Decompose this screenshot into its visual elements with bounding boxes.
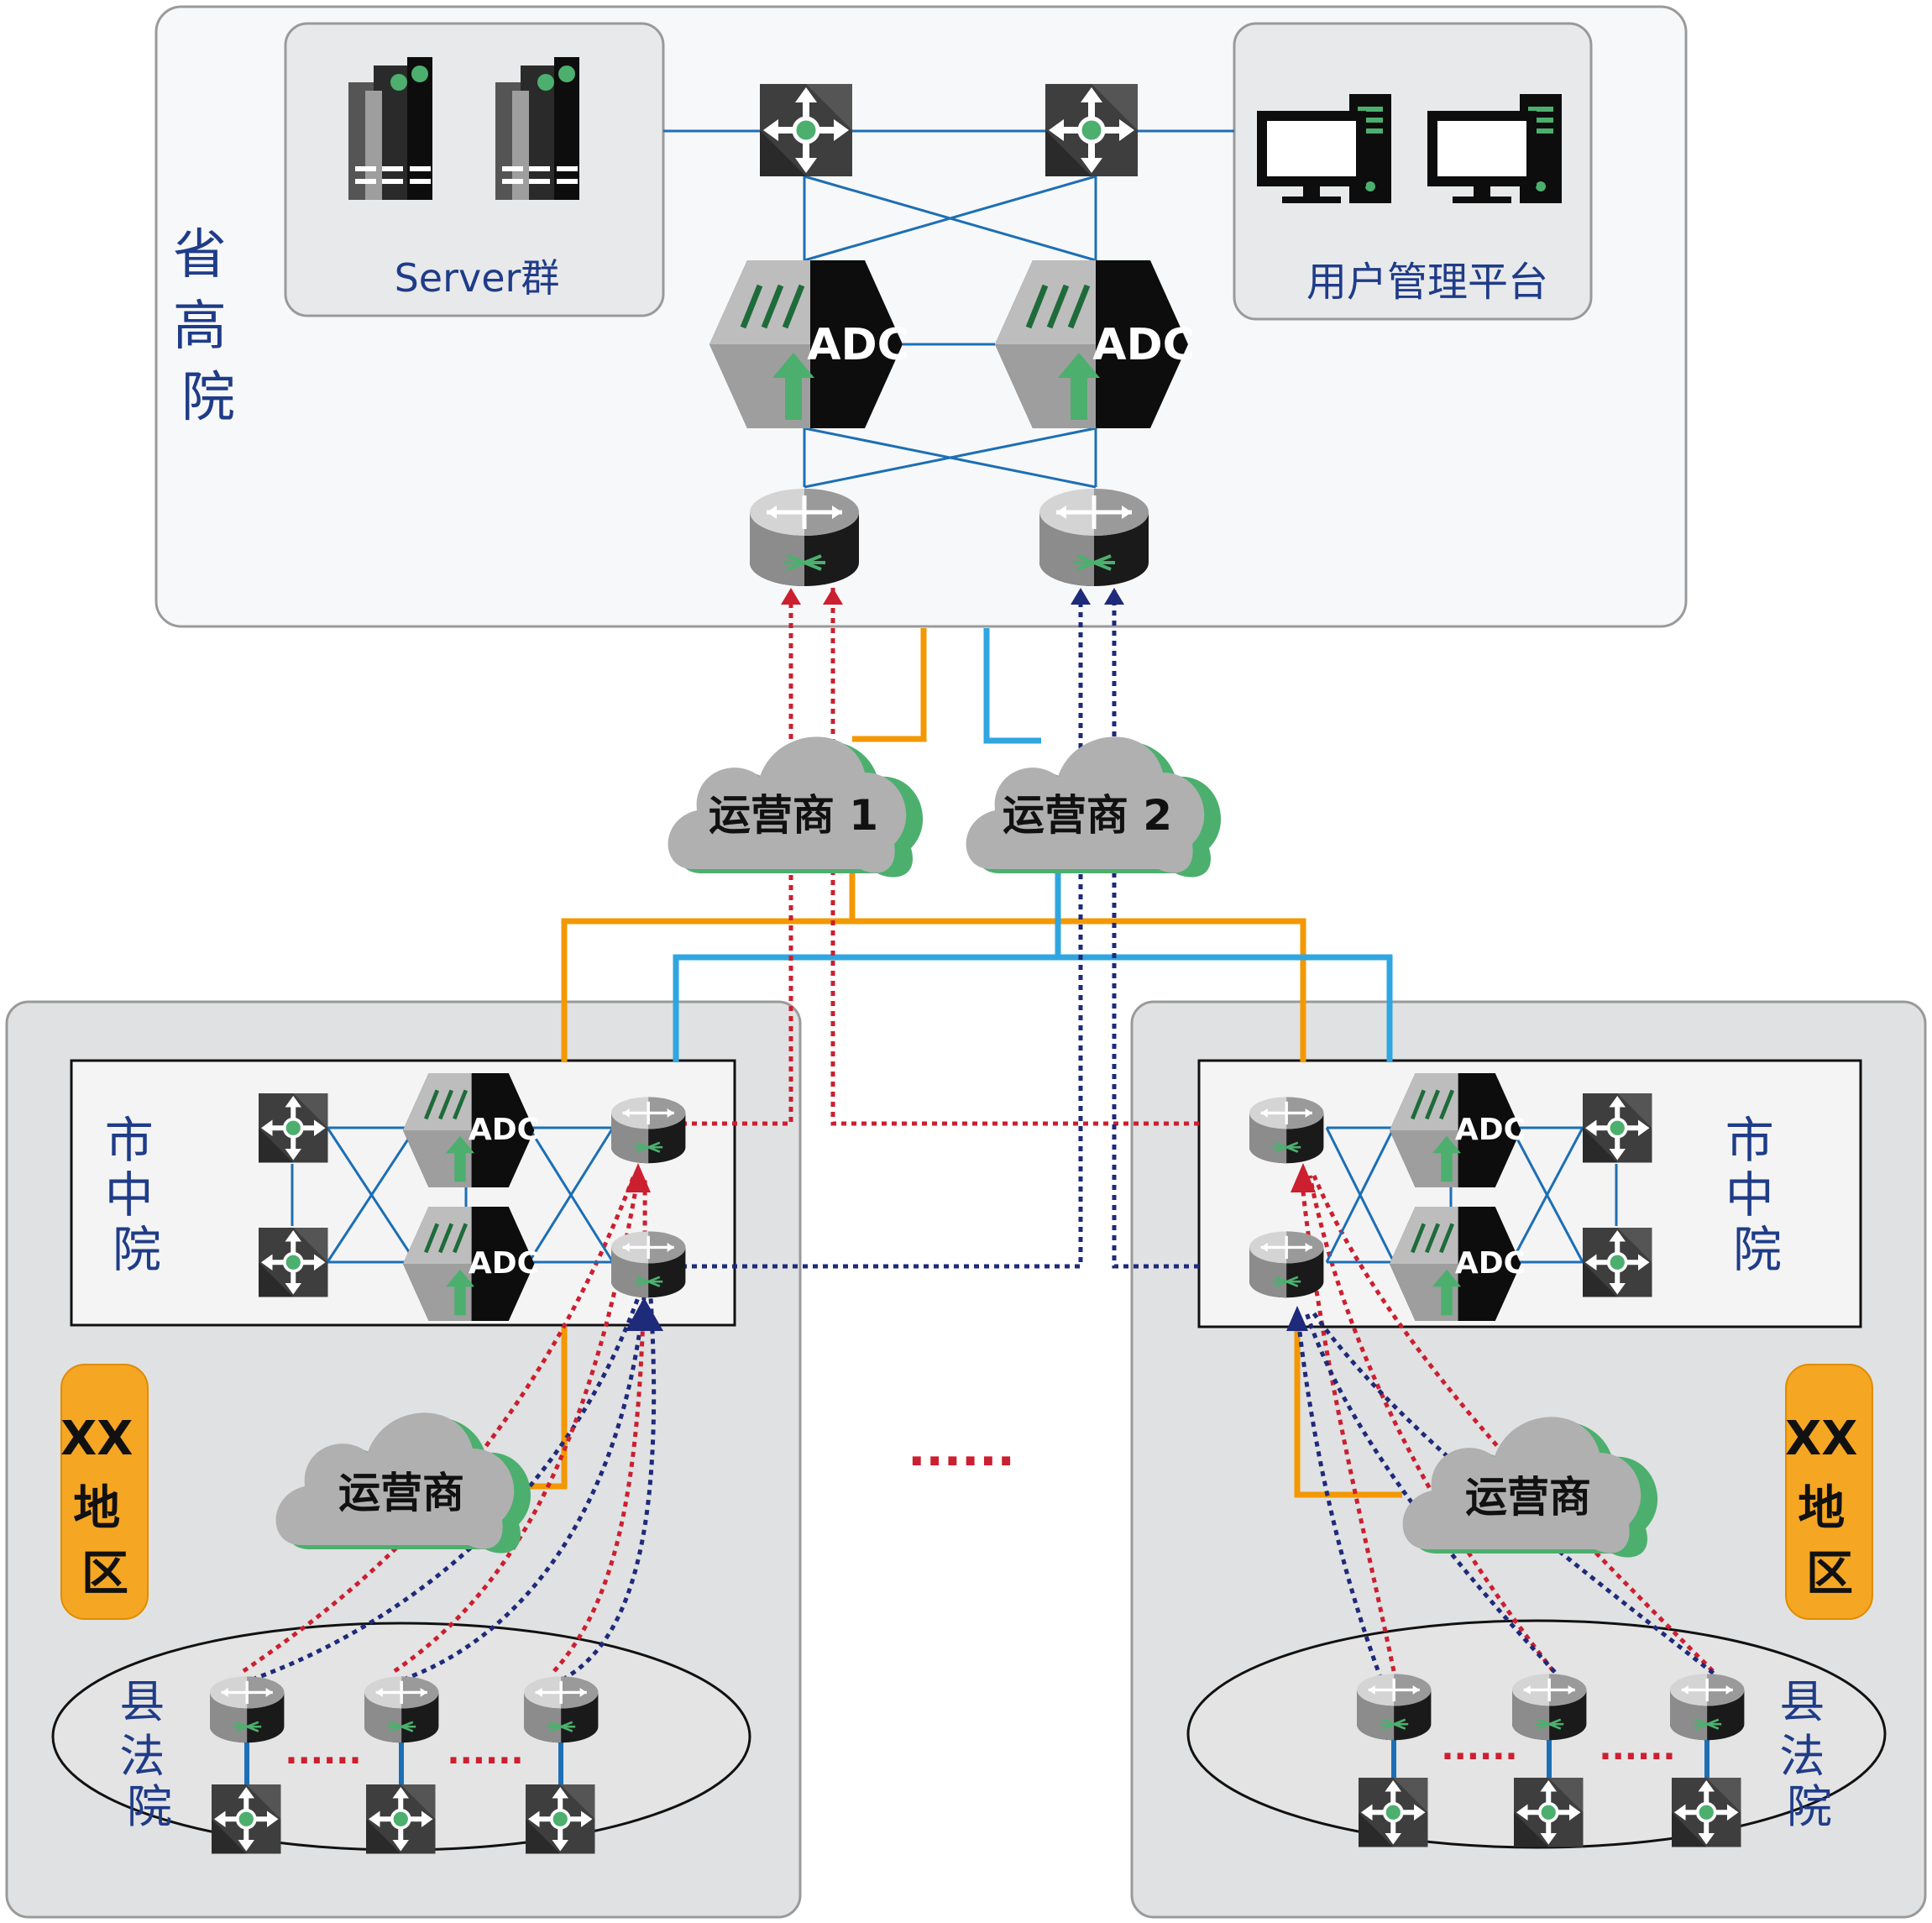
arrow-up-icon — [626, 1297, 663, 1331]
county-separator: ...... — [1441, 1729, 1517, 1768]
core-switch-icon — [760, 84, 852, 176]
adc-label: ADC — [1092, 320, 1195, 370]
provincial-links — [663, 129, 1234, 489]
adc-label: ADC — [1455, 1113, 1526, 1147]
router-icon — [1248, 1095, 1326, 1165]
city-links-right — [1325, 1126, 1618, 1264]
adc-label: ADC — [469, 1246, 539, 1281]
city-links-left — [291, 1126, 615, 1264]
adc-label: ADC — [807, 320, 909, 370]
local-isp-label: 运营商 — [1465, 1473, 1591, 1522]
arrow-up-icon — [1071, 588, 1091, 605]
vpn-tunnels — [242, 588, 1723, 1682]
arrow-up-icon — [823, 588, 843, 605]
region-badge-text: XX 地 区 — [1785, 1412, 1874, 1601]
switch-icon — [1583, 1093, 1652, 1163]
city-court-title: 市 中 院 — [105, 1112, 169, 1278]
router-icon — [1511, 1672, 1589, 1742]
router-icon — [1668, 1672, 1746, 1742]
router-icon — [610, 1229, 688, 1299]
arrow-up-icon — [1104, 588, 1124, 605]
switch-icon — [1514, 1778, 1584, 1847]
county-court-title: 县 法 院 — [119, 1675, 179, 1833]
region-badge-right — [1785, 1364, 1873, 1620]
user-platform-box — [1233, 22, 1593, 321]
arrow-up-icon — [781, 588, 801, 605]
city-court-title: 市 中 院 — [1725, 1112, 1789, 1278]
more-regions-ellipsis: ...... — [908, 1423, 1015, 1477]
router-icon — [750, 489, 859, 586]
county-court-title: 县 法 院 — [1779, 1675, 1839, 1833]
switch-icon — [259, 1228, 328, 1297]
adc-label: ADC — [469, 1113, 539, 1147]
switch-icon — [1672, 1778, 1741, 1847]
arrow-up-icon — [1291, 1163, 1316, 1192]
router-icon — [363, 1674, 441, 1744]
region-badge-text: XX 地 区 — [60, 1412, 149, 1601]
arrow-up-icon — [626, 1163, 651, 1192]
switch-icon — [212, 1784, 281, 1854]
switch-icon — [1583, 1228, 1652, 1297]
isp-uplinks — [504, 628, 1402, 1498]
user-platform-label: 用户管理平台 — [1306, 259, 1548, 306]
region-badge-left — [60, 1364, 149, 1620]
adc-label: ADC — [1455, 1246, 1526, 1281]
county-separator: ...... — [447, 1733, 523, 1772]
isp1-label: 运营商 1 — [709, 791, 878, 840]
county-separator: ...... — [1599, 1729, 1675, 1768]
switch-icon — [259, 1093, 328, 1163]
switch-icon — [366, 1784, 436, 1854]
router-icon — [1355, 1672, 1433, 1742]
switch-icon — [1359, 1778, 1428, 1847]
router-icon — [208, 1674, 286, 1744]
isp2-label: 运营商 2 — [1003, 791, 1172, 840]
provincial-court-title: 省 高 院 — [173, 224, 243, 429]
county-separator: ...... — [285, 1733, 361, 1772]
router-icon — [522, 1674, 600, 1744]
county-links-right — [1391, 1738, 1709, 1780]
core-switch-icon — [1045, 84, 1138, 176]
server-group-label: Server群 — [395, 255, 560, 301]
arrow-up-icon — [1286, 1306, 1308, 1331]
switch-icon — [526, 1784, 595, 1854]
router-icon — [1248, 1229, 1326, 1299]
county-links-left — [244, 1738, 563, 1784]
router-icon — [1039, 489, 1149, 586]
local-isp-label: 运营商 — [338, 1469, 464, 1517]
router-icon — [610, 1095, 688, 1165]
